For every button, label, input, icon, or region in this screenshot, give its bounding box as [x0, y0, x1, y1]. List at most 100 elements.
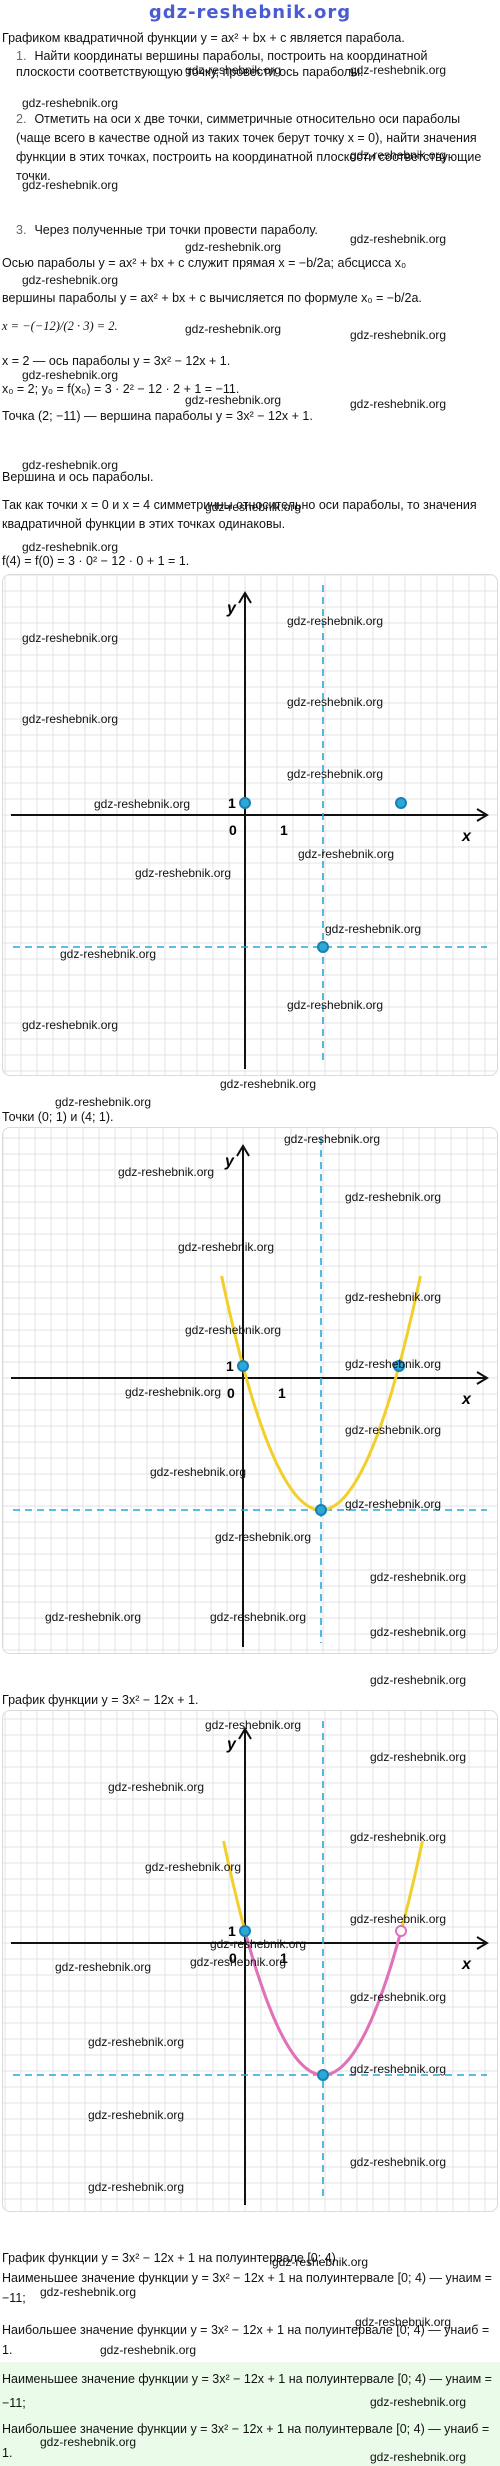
y-unit-label: 1	[228, 1923, 236, 1939]
data-point	[317, 2069, 329, 2081]
symmetric-text: Так как точки x = 0 и x = 4 симметричны …	[2, 498, 477, 531]
x-axis-arrow	[476, 808, 489, 822]
watermark: gdz-reshebnik.org	[350, 1912, 447, 1926]
watermark: gdz-reshebnik.org	[210, 1937, 307, 1951]
intro-text: Графиком квадратичной функции y = ax² + …	[2, 31, 405, 45]
watermark: gdz-reshebnik.org	[284, 1132, 381, 1146]
axis-line-text: x = 2 — ось параболы y = 3x² − 12x + 1.	[2, 354, 231, 368]
watermark: gdz-reshebnik.org	[145, 1860, 242, 1874]
watermark: gdz-reshebnik.org	[22, 631, 119, 645]
watermark: gdz-reshebnik.org	[370, 2395, 467, 2409]
watermark: gdz-reshebnik.org	[118, 1165, 215, 1179]
watermark: gdz-reshebnik.org	[205, 1718, 302, 1732]
x-axis-label: x	[461, 1956, 472, 1973]
origin-label: 0	[229, 1950, 237, 1966]
watermark: gdz-reshebnik.org	[55, 1960, 152, 1974]
x-axis-arrow	[476, 1371, 489, 1385]
data-point	[315, 1504, 327, 1516]
y-axis-label: y	[226, 600, 237, 617]
watermark: gdz-reshebnik.org	[370, 1673, 467, 1687]
vertex-formula-text: вершины параболы y = ax² + bx + c вычисл…	[2, 291, 422, 305]
data-point	[237, 1360, 249, 1372]
watermark: gdz-reshebnik.org	[100, 2343, 197, 2357]
y-axis-arrow	[236, 1144, 250, 1157]
caption-vertex-axis: Вершина и ось параболы.	[2, 470, 154, 484]
watermark: gdz-reshebnik.org	[60, 947, 157, 961]
min-value-line: Наименьшее значение функции y = 3x² − 12…	[2, 2271, 492, 2305]
watermark: gdz-reshebnik.org	[287, 998, 384, 1012]
watermark: gdz-reshebnik.org	[22, 368, 119, 382]
watermark: gdz-reshebnik.org	[350, 328, 447, 342]
watermark: gdz-reshebnik.org	[345, 1190, 442, 1204]
x-unit-label: 1	[278, 1385, 286, 1401]
watermark: gdz-reshebnik.org	[350, 148, 447, 162]
watermark: gdz-reshebnik.org	[350, 63, 447, 77]
watermark: gdz-reshebnik.org	[150, 1465, 247, 1479]
watermark: gdz-reshebnik.org	[370, 2450, 467, 2464]
watermark: gdz-reshebnik.org	[287, 767, 384, 781]
caption-points: Точки (0; 1) и (4; 1).	[2, 1110, 114, 1124]
watermark: gdz-reshebnik.org	[94, 797, 191, 811]
y-unit-label: 1	[226, 1358, 234, 1374]
caption-interval: График функции y = 3x² − 12x + 1 на полу…	[2, 2251, 340, 2265]
watermark: gdz-reshebnik.org	[272, 2255, 369, 2269]
watermark: gdz-reshebnik.org	[345, 1423, 442, 1437]
step-2: 2.Отметить на оси x две точки, симметрич…	[16, 112, 482, 183]
watermark: gdz-reshebnik.org	[22, 458, 119, 472]
watermark: gdz-reshebnik.org	[88, 2108, 185, 2122]
watermark: gdz-reshebnik.org	[55, 1095, 152, 1109]
watermark: gdz-reshebnik.org	[345, 1357, 442, 1371]
origin-label: 0	[229, 822, 237, 838]
watermark: gdz-reshebnik.org	[185, 393, 282, 407]
watermark: gdz-reshebnik.org	[22, 96, 119, 110]
answer-box: Наименьшее значение функции y = 3x² − 12…	[0, 2362, 500, 2466]
origin-label: 0	[227, 1385, 235, 1401]
step-number: 2.	[16, 112, 27, 126]
watermark: gdz-reshebnik.org	[345, 1290, 442, 1304]
x-axis-label: x	[461, 828, 472, 845]
watermark: gdz-reshebnik.org	[350, 1990, 447, 2004]
watermark: gdz-reshebnik.org	[350, 1830, 447, 1844]
watermark: gdz-reshebnik.org	[88, 2035, 185, 2049]
max-value-line: Наибольшее значение функции y = 3x² − 12…	[2, 2323, 490, 2357]
watermark: gdz-reshebnik.org	[205, 500, 302, 514]
watermark: gdz-reshebnik.org	[45, 1610, 142, 1624]
watermark: gdz-reshebnik.org	[355, 2315, 452, 2329]
watermark: gdz-reshebnik.org	[220, 1077, 317, 1091]
data-point	[393, 1360, 405, 1372]
site-logo[interactable]: gdz-reshebnik.org	[148, 2, 352, 23]
y-axis-label: y	[224, 1153, 235, 1170]
watermark: gdz-reshebnik.org	[125, 1385, 222, 1399]
watermark: gdz-reshebnik.org	[298, 847, 395, 861]
step-1: 1.Найти координаты вершины параболы, пос…	[16, 49, 428, 79]
y-axis-arrow	[238, 591, 252, 604]
data-point	[395, 797, 407, 809]
step-number: 1.	[16, 49, 27, 63]
watermark: gdz-reshebnik.org	[350, 397, 447, 411]
watermark: gdz-reshebnik.org	[108, 1780, 205, 1794]
y0-calculation: x₀ = 2; y₀ = f(x₀) = 3 · 2² − 12 · 2 + 1…	[2, 382, 240, 396]
watermark: gdz-reshebnik.org	[350, 2062, 447, 2076]
data-point	[239, 1925, 251, 1937]
watermark: gdz-reshebnik.org	[350, 232, 447, 246]
watermark: gdz-reshebnik.org	[22, 1018, 119, 1032]
watermark: gdz-reshebnik.org	[370, 1750, 467, 1764]
step-number: 3.	[16, 223, 27, 237]
data-point	[239, 797, 251, 809]
watermark: gdz-reshebnik.org	[215, 1530, 312, 1544]
watermark: gdz-reshebnik.org	[178, 1240, 275, 1254]
f-values: f(4) = f(0) = 3 · 0² − 12 · 0 + 1 = 1.	[2, 554, 190, 568]
watermark: gdz-reshebnik.org	[287, 614, 384, 628]
data-point	[395, 1925, 407, 1937]
watermark: gdz-reshebnik.org	[210, 1610, 307, 1624]
watermark: gdz-reshebnik.org	[22, 712, 119, 726]
x-unit-label: 1	[280, 822, 288, 838]
watermark: gdz-reshebnik.org	[370, 1625, 467, 1639]
watermark: gdz-reshebnik.org	[370, 1570, 467, 1584]
step-3: 3.Через полученные три точки провести па…	[16, 223, 318, 237]
watermark: gdz-reshebnik.org	[22, 540, 119, 554]
